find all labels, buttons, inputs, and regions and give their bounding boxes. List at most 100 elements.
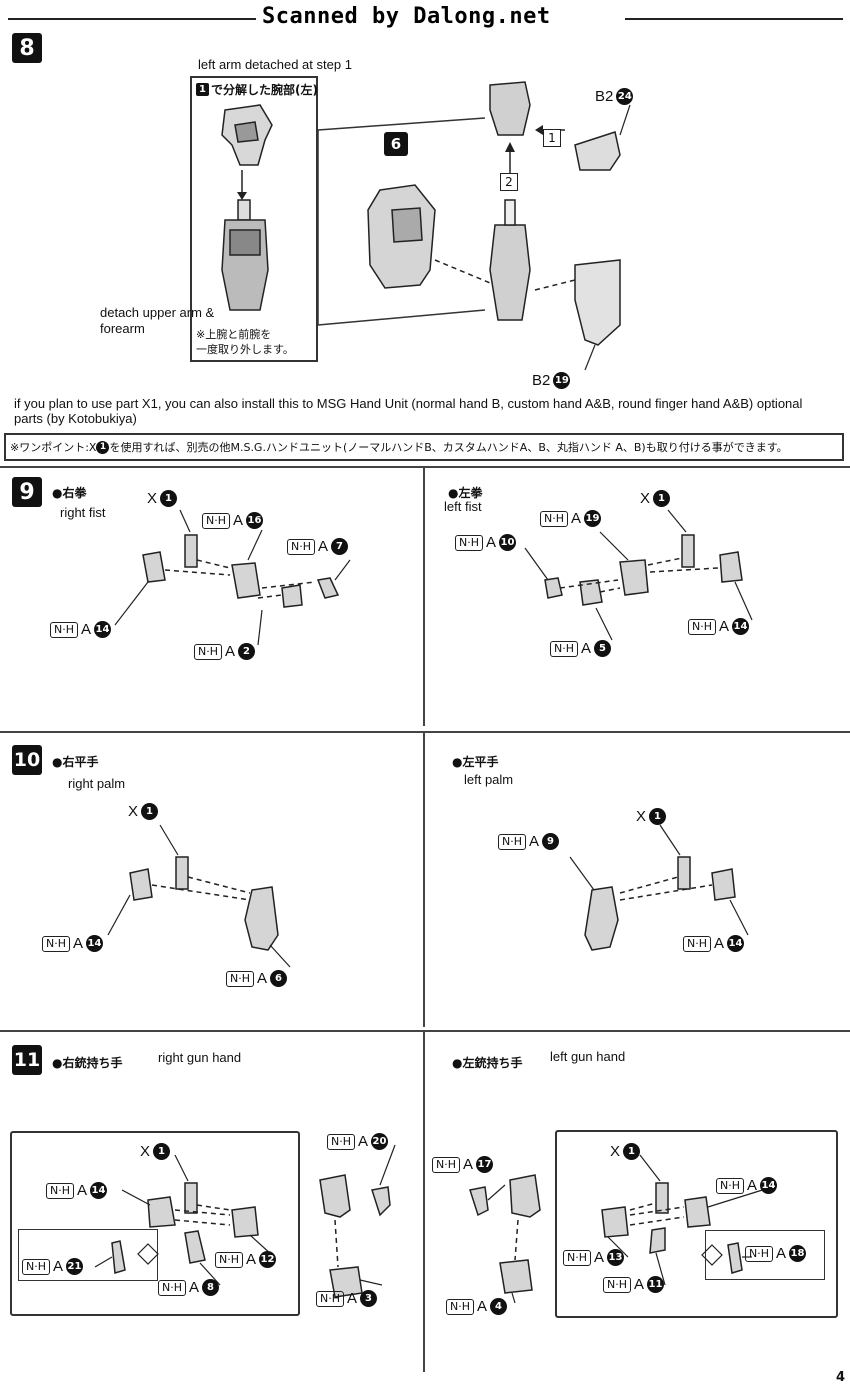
step-10-right-jp: ●右平手 — [52, 755, 99, 769]
part-letter: A — [318, 538, 329, 555]
nh-badge: N·H — [46, 1182, 74, 1199]
part-letter: X — [610, 1143, 621, 1160]
nh-badge: N·H — [226, 970, 254, 987]
detach-note: detach upper arm & forearm — [100, 305, 215, 336]
part-letter: A — [53, 1258, 64, 1275]
step-8-arrow-1: 1 — [543, 129, 561, 147]
nh-badge: N·H — [446, 1298, 474, 1315]
part-letter: A — [747, 1177, 758, 1194]
nh-badge: N·H — [316, 1290, 344, 1307]
part-num: 24 — [616, 88, 634, 105]
jp-detach-note: ※上腕と前腕を 一度取り外します。 — [196, 328, 294, 356]
step-9-right-jp: ●右拳 — [52, 486, 87, 500]
nh-badge: N·H — [603, 1276, 631, 1293]
onepoint-num: 1 — [96, 440, 110, 454]
nh-badge: N·H — [158, 1279, 186, 1296]
part-num: 14 — [86, 935, 104, 952]
header-rule-right — [625, 18, 843, 20]
nh-badge: N·H — [50, 621, 78, 638]
nh-badge: N·H — [563, 1249, 591, 1266]
onepoint-prefix: ※ワンポイント:X — [10, 441, 97, 454]
nh-badge: N·H — [432, 1156, 460, 1173]
part-letter: A — [477, 1298, 488, 1315]
part-num: 12 — [259, 1251, 277, 1268]
part-letter: A — [634, 1276, 645, 1293]
part-num: 21 — [66, 1258, 84, 1275]
part-letter: X — [147, 490, 158, 507]
step-11-left-box — [555, 1130, 838, 1318]
part-letter: A — [81, 621, 92, 638]
part-letter: A — [347, 1290, 358, 1307]
part-letter: A — [571, 510, 582, 527]
onepoint-english-note: if you plan to use part X1, you can also… — [14, 396, 803, 426]
part-num: 1 — [623, 1143, 641, 1160]
nh-badge: N·H — [688, 618, 716, 635]
nh-badge: N·H — [215, 1251, 243, 1268]
part-letter: X — [140, 1143, 151, 1160]
step-11-left-inset — [705, 1230, 825, 1280]
step-11-right-jp: ●右銃持ち手 — [52, 1056, 123, 1070]
left-arm-note: left arm detached at step 1 — [198, 57, 352, 72]
step-8-detach-box — [190, 76, 318, 362]
part-letter: X — [636, 808, 647, 825]
nh-badge: N·H — [202, 512, 230, 529]
part-b2-24 — [574, 131, 621, 171]
onepoint-jp-bar: ※ワンポイント:X 1 を使用すれば、別売の他M.S.G.ハンドユニット(ノーマ… — [4, 433, 844, 461]
part-letter: A — [581, 640, 592, 657]
part-letter: A — [358, 1133, 369, 1150]
part-num: 1 — [153, 1143, 171, 1160]
part-letter: A — [776, 1245, 787, 1262]
step-10-illustration — [107, 824, 749, 968]
step-11-illustration — [94, 1144, 773, 1304]
part-num: 5 — [594, 640, 612, 657]
step-9-right-en: right fist — [60, 505, 106, 520]
step-10-left-en: left palm — [464, 772, 514, 787]
step-10-left-jp: ●左平手 — [452, 755, 499, 769]
jp-box-num: 1 — [196, 83, 209, 96]
divider — [0, 466, 850, 468]
nh-badge: N·H — [455, 534, 483, 551]
part-num: 14 — [760, 1177, 778, 1194]
part-num: 9 — [542, 833, 560, 850]
nh-badge: N·H — [22, 1258, 50, 1275]
divider — [423, 1032, 425, 1372]
site-watermark: Scanned by Dalong.net — [262, 4, 551, 29]
part-label-b2-24: B2 24 — [595, 88, 634, 105]
divider — [423, 733, 425, 1027]
part-letter: X — [128, 803, 139, 820]
nh-badge: N·H — [327, 1133, 355, 1150]
part-letter: A — [529, 833, 540, 850]
part-6 — [367, 184, 436, 289]
part-num: 20 — [371, 1133, 389, 1150]
jp-box-label: で分解した腕部(左) — [211, 83, 318, 97]
part-letter: A — [463, 1156, 474, 1173]
scan-header: Scanned by Dalong.net — [0, 0, 850, 30]
divider — [0, 1030, 850, 1032]
part-num: 10 — [499, 534, 517, 551]
part-letter: A — [719, 618, 730, 635]
part-num: 1 — [649, 808, 667, 825]
part-num: 1 — [160, 490, 178, 507]
nh-badge: N·H — [194, 643, 222, 660]
step-9-left-jp: ●左拳 — [448, 486, 483, 500]
nh-badge: N·H — [42, 935, 70, 952]
step-9-left-en: left fist — [444, 499, 482, 514]
